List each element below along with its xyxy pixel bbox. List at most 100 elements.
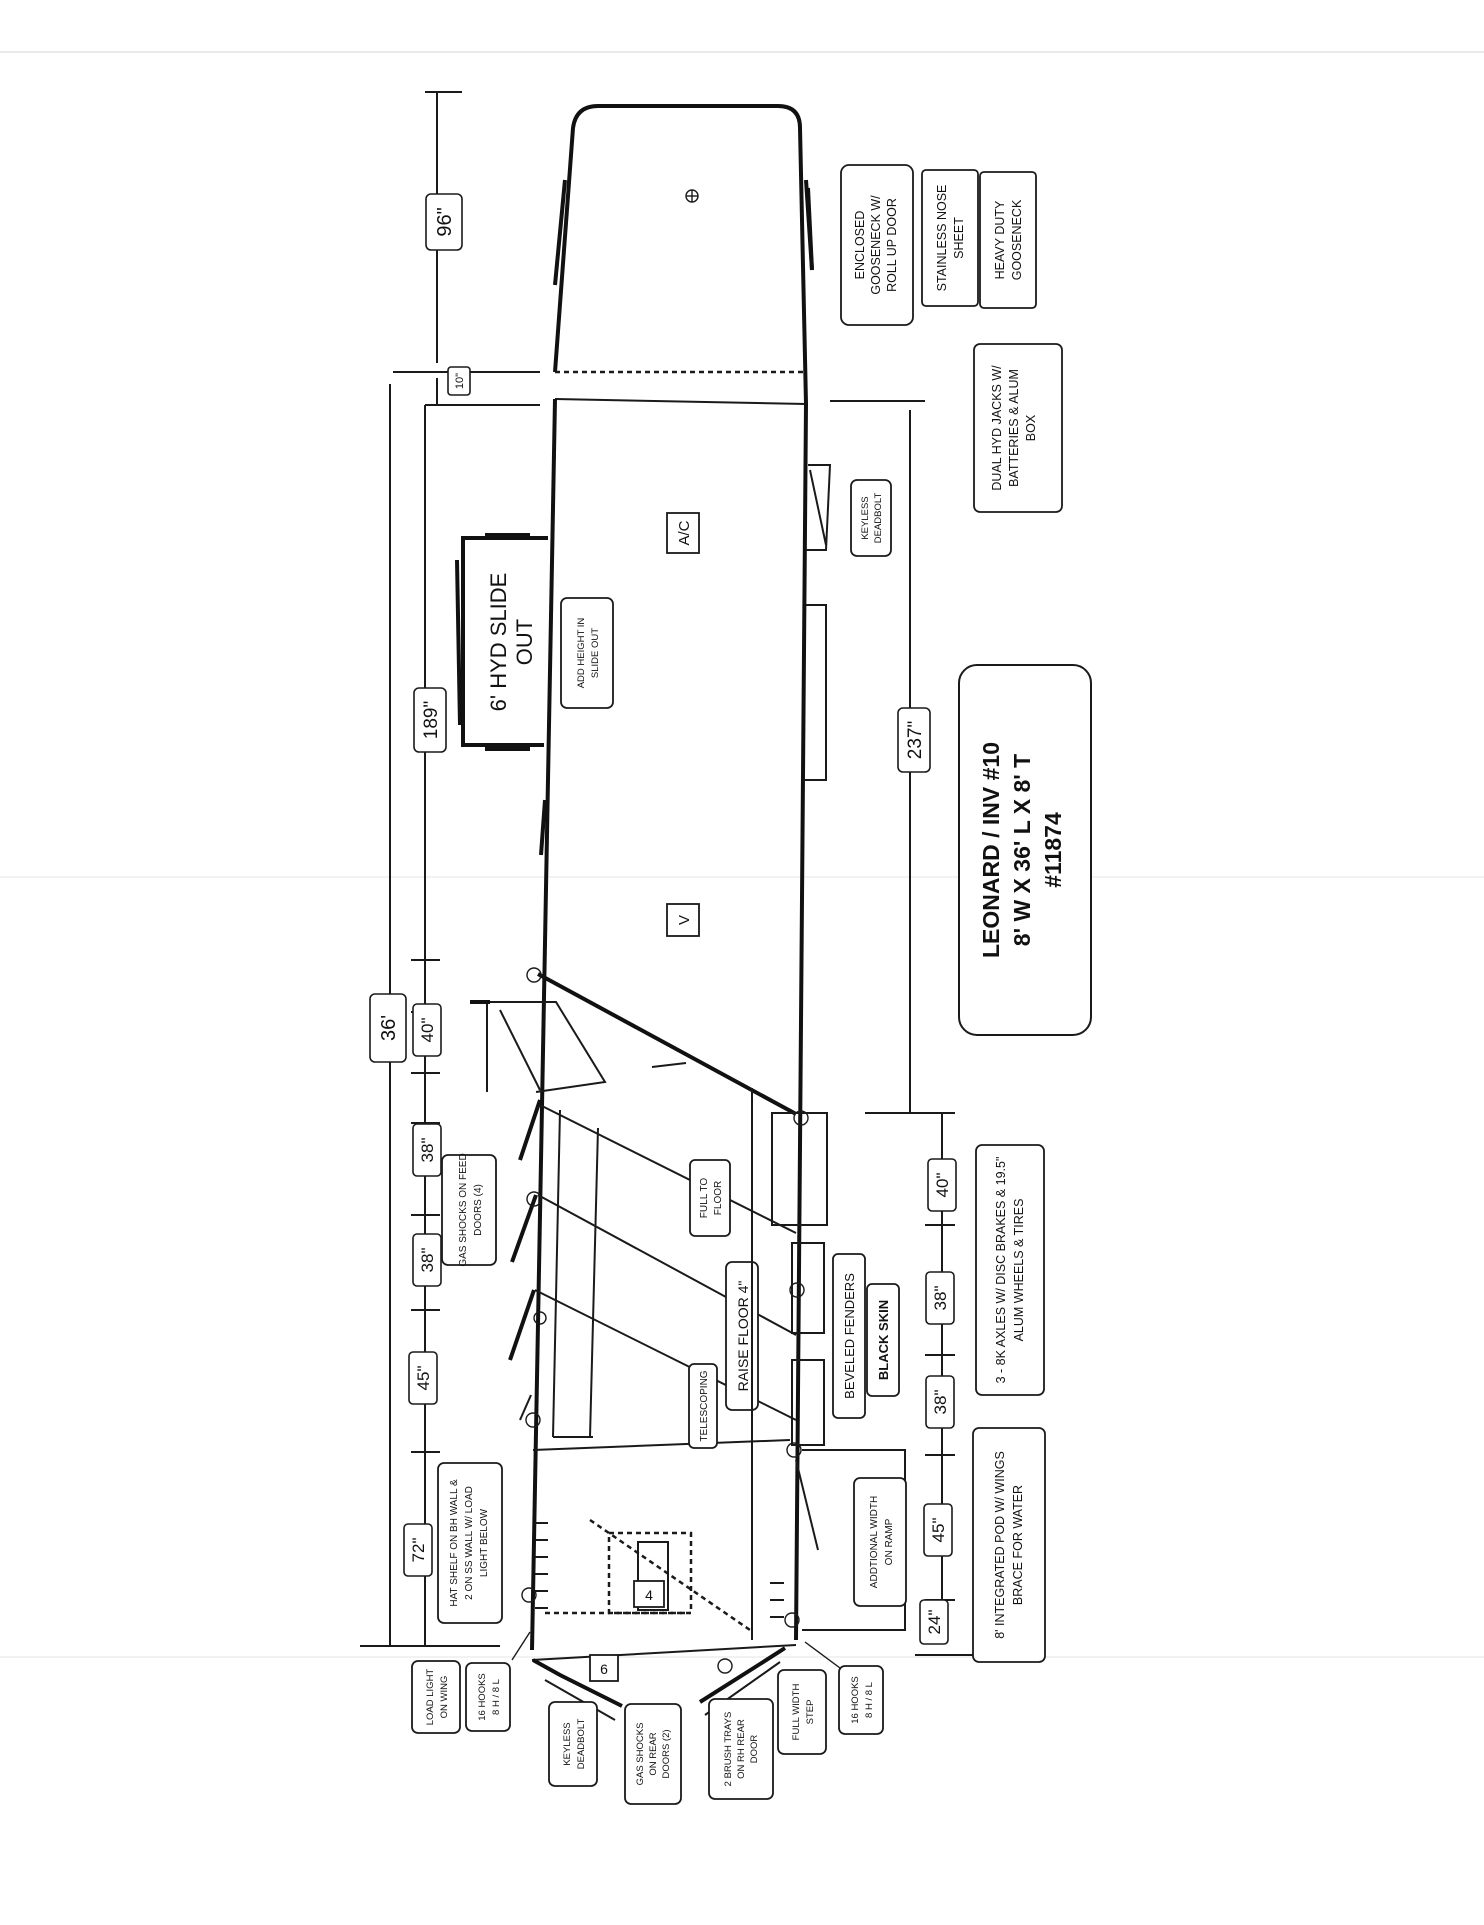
ramp-door-edge: [795, 1459, 819, 1551]
svg-text:72": 72": [409, 1538, 428, 1563]
svg-text:4: 4: [645, 1587, 653, 1603]
svg-text:DUAL HYD JACKS W/: DUAL HYD JACKS W/: [990, 365, 1004, 491]
dim-label-45-bot: 45": [923, 1503, 953, 1557]
svg-text:8' W X 36' L X 8' T: 8' W X 36' L X 8' T: [1009, 754, 1035, 946]
svg-text:HEAVY DUTY: HEAVY DUTY: [993, 200, 1007, 279]
svg-text:FULL WIDTH: FULL WIDTH: [791, 1684, 802, 1741]
svg-text:GOOSENECK: GOOSENECK: [1010, 199, 1024, 280]
hook-marks-right: [770, 1582, 784, 1618]
svg-text:2 ON SS WALL W/ LOAD: 2 ON SS WALL W/ LOAD: [464, 1486, 475, 1600]
svg-text:16 HOOKS: 16 HOOKS: [477, 1673, 488, 1721]
gooseneck-front-wall: [554, 398, 807, 405]
svg-text:8' INTEGRATED POD W/ WINGS: 8' INTEGRATED POD W/ WINGS: [993, 1451, 1007, 1639]
svg-text:OUT: OUT: [512, 619, 537, 665]
label-vent: V: [666, 903, 700, 937]
label-black-skin: BLACK SKIN: [866, 1283, 900, 1397]
slide-out-box: [461, 536, 548, 747]
svg-text:10": 10": [454, 373, 466, 389]
side-door-right: [806, 464, 832, 551]
label-add-height: ADD HEIGHT IN SLIDE OUT: [560, 597, 614, 709]
svg-text:BLACK SKIN: BLACK SKIN: [876, 1300, 891, 1380]
svg-text:40": 40": [418, 1018, 437, 1043]
svg-text:ADDTIONAL WIDTH: ADDTIONAL WIDTH: [869, 1496, 880, 1588]
dimension-lines: [360, 91, 1010, 1656]
svg-text:HAT SHELF ON BH WALL &: HAT SHELF ON BH WALL &: [449, 1479, 460, 1607]
label-hyd-jacks: DUAL HYD JACKS W/ BATTERIES & ALUM BOX: [973, 343, 1063, 513]
body-right-wall: [794, 403, 808, 1641]
svg-text:38": 38": [418, 1248, 437, 1273]
label-gooseneck-door: ENCLOSED GOOSENECK W/ ROLL UP DOOR: [840, 164, 914, 326]
svg-text:RAISE FLOOR 4": RAISE FLOOR 4": [735, 1281, 751, 1392]
stall-divider-1: [539, 1104, 797, 1234]
svg-text:189": 189": [421, 701, 442, 739]
svg-text:V: V: [676, 915, 693, 925]
svg-text:6: 6: [600, 1661, 608, 1677]
svg-text:8 H / 8 L: 8 H / 8 L: [491, 1679, 502, 1715]
callout-arrow-hooks-left: [511, 1631, 531, 1661]
svg-text:DEADBOLT: DEADBOLT: [873, 493, 884, 544]
svg-text:#11874: #11874: [1040, 812, 1066, 888]
dim-label-38-d: 38": [925, 1375, 955, 1429]
svg-text:96": 96": [434, 207, 456, 236]
feed-rack-2: [791, 1242, 825, 1334]
label-hooks-right: 16 HOOKS 8 H / 8 L: [838, 1665, 884, 1735]
dim-label-40-top: 40": [412, 1003, 442, 1057]
dim-label-24: 24": [919, 1599, 949, 1645]
svg-text:237": 237": [905, 721, 926, 759]
label-load-light: LOAD LIGHT ON WING: [411, 1660, 461, 1734]
svg-text:DOORS (2): DOORS (2): [661, 1729, 672, 1778]
dim-label-10: 10": [447, 366, 471, 396]
label-slide-out: 6' HYD SLIDE OUT: [486, 573, 537, 712]
rear-door-left: [532, 1658, 623, 1708]
svg-text:40": 40": [933, 1173, 952, 1198]
label-hat-shelf: HAT SHELF ON BH WALL & 2 ON SS WALL W/ L…: [437, 1462, 503, 1624]
svg-text:ADD HEIGHT IN: ADD HEIGHT IN: [576, 618, 587, 689]
label-axles: 3 - 8K AXLES W/ DISC BRAKES & 19.5" ALUM…: [975, 1144, 1045, 1396]
svg-text:BATTERIES & ALUM: BATTERIES & ALUM: [1007, 369, 1021, 487]
svg-text:45": 45": [414, 1366, 433, 1391]
svg-text:LIGHT BELOW: LIGHT BELOW: [479, 1508, 490, 1577]
svg-text:6' HYD SLIDE: 6' HYD SLIDE: [486, 573, 511, 712]
dim-label-40-bot: 40": [927, 1158, 957, 1212]
dim-label-36ft: 36': [369, 993, 407, 1063]
gooseneck-side-mark-left: [553, 179, 567, 286]
tack-rack: [607, 1531, 693, 1615]
svg-text:KEYLESS: KEYLESS: [562, 1722, 573, 1765]
feed-rack-3: [791, 1359, 825, 1446]
svg-text:ON RH REAR: ON RH REAR: [736, 1719, 747, 1779]
svg-text:A/C: A/C: [676, 520, 693, 545]
svg-text:24": 24": [925, 1610, 944, 1635]
hook-marks-left: [535, 1522, 548, 1609]
svg-text:3 - 8K AXLES W/ DISC BRAKES &: 3 - 8K AXLES W/ DISC BRAKES & 19.5": [994, 1157, 1008, 1384]
label-ac: A/C: [666, 512, 700, 554]
light-icons: [521, 967, 809, 1674]
svg-text:16 HOOKS: 16 HOOKS: [850, 1676, 861, 1724]
svg-text:STAINLESS NOSE: STAINLESS NOSE: [935, 185, 949, 292]
dim-label-38-c: 38": [925, 1271, 955, 1325]
callout-arrow-hooks-right: [804, 1641, 841, 1669]
svg-text:36': 36': [378, 1015, 400, 1041]
dim-label-38-b: 38": [412, 1233, 442, 1287]
svg-text:SHEET: SHEET: [952, 217, 966, 259]
dim-label-72: 72": [403, 1523, 433, 1577]
label-heavy-gooseneck: HEAVY DUTY GOOSENECK: [979, 171, 1037, 309]
dim-label-38-a: 38": [412, 1123, 442, 1177]
svg-text:DOOR: DOOR: [749, 1735, 760, 1764]
svg-text:BEVELED FENDERS: BEVELED FENDERS: [842, 1273, 857, 1399]
label-full-width-step: FULL WIDTH STEP: [777, 1669, 827, 1755]
svg-text:45": 45": [929, 1518, 948, 1543]
bulkhead-diagonal: [537, 972, 797, 1116]
svg-text:ALUM WHEELS & TIRES: ALUM WHEELS & TIRES: [1012, 1199, 1026, 1342]
left-window-mark: [539, 799, 547, 856]
rear-wall: [531, 1644, 797, 1661]
bulkhead-door: [487, 1001, 607, 1093]
label-keyless-rear: KEYLESS DEADBOLT: [548, 1701, 598, 1787]
svg-text:LOAD LIGHT: LOAD LIGHT: [425, 1669, 436, 1726]
svg-text:ON WING: ON WING: [439, 1676, 450, 1719]
svg-text:ROLL UP DOOR: ROLL UP DOOR: [885, 198, 899, 292]
label-brush-trays: 2 BRUSH TRAYS ON RH REAR DOOR: [708, 1698, 774, 1800]
label-keyless-side: KEYLESS DEADBOLT: [850, 479, 892, 557]
stall-divider-4: [532, 1439, 791, 1451]
feed-door-3: [508, 1289, 536, 1361]
svg-text:FLOOR: FLOOR: [713, 1181, 724, 1215]
